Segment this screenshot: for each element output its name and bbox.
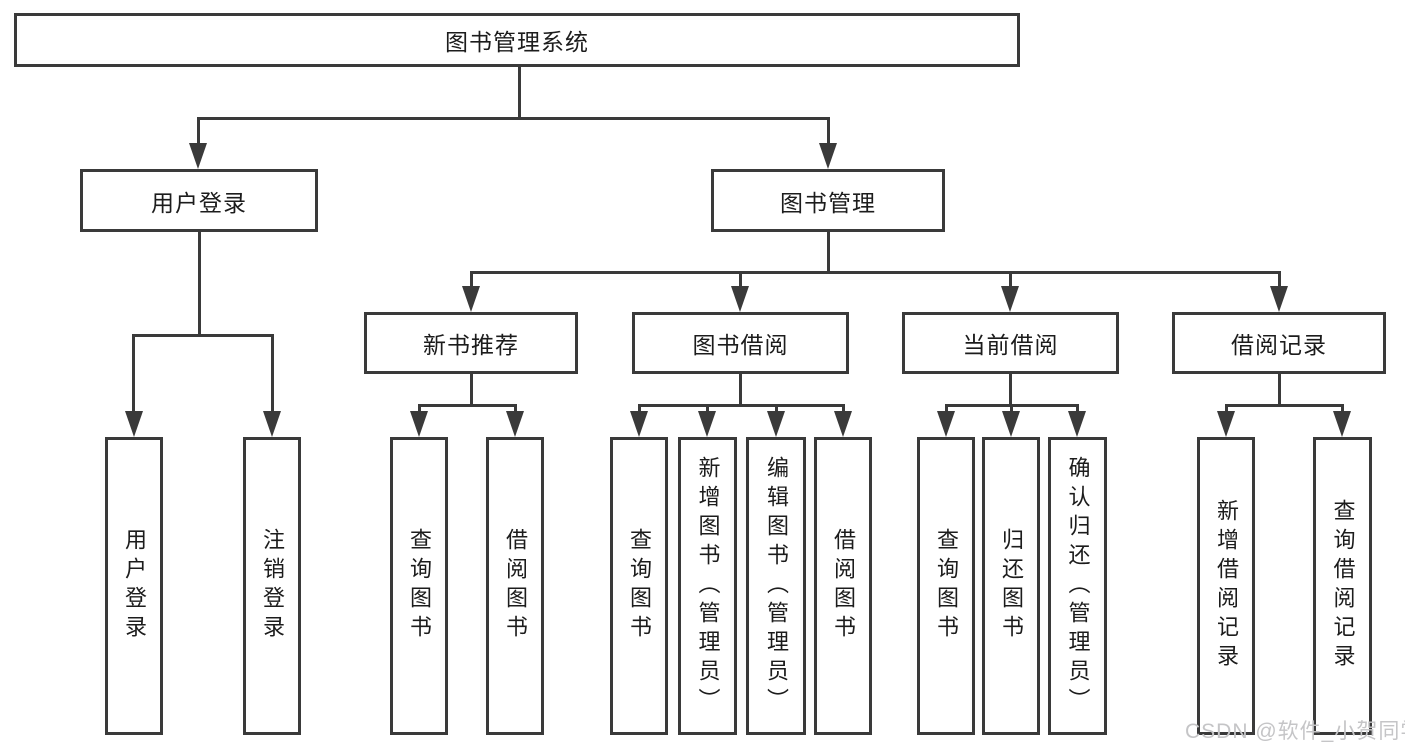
leaf-recommend-borrow-books: 借阅图书 [486, 437, 544, 735]
connector-drop-book-management [827, 117, 830, 147]
node-borrow-records: 借阅记录 [1172, 312, 1386, 374]
node-book-borrow-label: 图书借阅 [692, 332, 789, 358]
connector-book-management-stub [827, 232, 830, 274]
arrow-down-icon [1270, 286, 1288, 312]
node-library-system-label: 图书管理系统 [445, 29, 589, 55]
leaf-user-login-label: 用户登录 [122, 528, 147, 644]
connector-drop-leaf [1341, 404, 1344, 416]
connector-drop-leaf [1010, 404, 1013, 416]
connector-root-stub [518, 67, 521, 117]
connector-user-login-stub [198, 232, 201, 335]
leaf-recommend-query-books: 查询图书 [390, 437, 448, 735]
node-borrow-records-label: 借阅记录 [1231, 332, 1327, 358]
leaf-current-query-books-label: 查询图书 [934, 528, 959, 644]
connector-drop-leaf-user-login [132, 334, 135, 414]
connector-drop-leaf [514, 404, 517, 416]
leaf-add-books-admin-label: 新增图书（管理员） [695, 455, 721, 717]
node-book-borrow: 图书借阅 [632, 312, 849, 374]
arrow-down-icon [506, 411, 524, 437]
leaf-current-query-books: 查询图书 [917, 437, 975, 735]
arrow-down-icon [819, 143, 837, 169]
leaf-borrow-books-label: 借阅图书 [831, 528, 856, 644]
leaf-confirm-return-admin: 确认归还（管理员） [1048, 437, 1107, 735]
arrow-down-icon [834, 411, 852, 437]
arrow-down-icon [1333, 411, 1351, 437]
connector-drop-user-login [197, 117, 200, 147]
connector-current-borrow-stub [1009, 373, 1012, 405]
node-user-login-label: 用户登录 [151, 189, 247, 216]
connector-drop-current-borrow [1009, 271, 1012, 293]
leaf-edit-books-admin: 编辑图书（管理员） [746, 437, 806, 735]
node-new-book-recommend-label: 新书推荐 [423, 332, 519, 358]
arrow-down-icon [263, 411, 281, 437]
leaf-return-books: 归还图书 [982, 437, 1040, 735]
leaf-query-borrow-record: 查询借阅记录 [1313, 437, 1372, 735]
connector-new-book-recommend-stub [470, 373, 473, 405]
connector-drop-leaf [706, 404, 709, 416]
connector-book-borrow-rail [638, 404, 845, 407]
leaf-user-login: 用户登录 [105, 437, 163, 735]
connector-borrow-records-stub [1278, 373, 1281, 405]
connector-drop-new-book-recommend [470, 271, 473, 293]
connector-borrow-records-rail [1225, 404, 1344, 407]
node-book-management-label: 图书管理 [780, 189, 876, 216]
arrow-down-icon [1068, 411, 1086, 437]
connector-drop-leaf [775, 404, 778, 416]
leaf-borrow-query-books-label: 查询图书 [627, 528, 652, 644]
connector-drop-leaf [842, 404, 845, 416]
leaf-edit-books-admin-label: 编辑图书（管理员） [764, 455, 789, 717]
leaf-query-borrow-record-label: 查询借阅记录 [1330, 499, 1356, 673]
leaf-add-books-admin: 新增图书（管理员） [678, 437, 737, 735]
node-library-system: 图书管理系统 [14, 13, 1020, 67]
node-new-book-recommend: 新书推荐 [364, 312, 578, 374]
connector-new-book-recommend-rail [418, 404, 517, 407]
csdn-watermark: CSDN @软件_小贺同学 [1185, 720, 1405, 743]
arrow-down-icon [410, 411, 428, 437]
arrow-down-icon [189, 143, 207, 169]
connector-drop-leaf-logout [271, 334, 274, 414]
arrow-down-icon [698, 411, 716, 437]
connector-drop-borrow-records [1278, 271, 1281, 293]
connector-drop-leaf [418, 404, 421, 416]
connector-drop-book-borrow [739, 271, 742, 293]
node-current-borrow: 当前借阅 [902, 312, 1119, 374]
connector-drop-leaf [945, 404, 948, 416]
connector-drop-leaf [638, 404, 641, 416]
leaf-add-borrow-record: 新增借阅记录 [1197, 437, 1255, 735]
leaf-return-books-label: 归还图书 [999, 528, 1024, 644]
node-book-management: 图书管理 [711, 169, 945, 232]
arrow-down-icon [1217, 411, 1235, 437]
connector-book-borrow-stub [739, 373, 742, 405]
leaf-logout: 注销登录 [243, 437, 301, 735]
arrow-down-icon [1001, 286, 1019, 312]
leaf-confirm-return-admin-label: 确认归还（管理员） [1065, 455, 1091, 717]
leaf-borrow-query-books: 查询图书 [610, 437, 668, 735]
arrow-down-icon [767, 411, 785, 437]
arrow-down-icon [462, 286, 480, 312]
node-current-borrow-label: 当前借阅 [962, 332, 1059, 358]
node-user-login: 用户登录 [80, 169, 318, 232]
leaf-recommend-query-books-label: 查询图书 [407, 528, 432, 644]
leaf-recommend-borrow-books-label: 借阅图书 [503, 528, 528, 644]
leaf-logout-label: 注销登录 [260, 528, 285, 644]
connector-level1-rail [197, 117, 830, 120]
arrow-down-icon [630, 411, 648, 437]
arrow-down-icon [937, 411, 955, 437]
arrow-down-icon [731, 286, 749, 312]
arrow-down-icon [125, 411, 143, 437]
leaf-borrow-books: 借阅图书 [814, 437, 872, 735]
connector-drop-leaf [1076, 404, 1079, 416]
leaf-add-borrow-record-label: 新增借阅记录 [1214, 499, 1239, 673]
connector-book-management-rail [470, 271, 1280, 274]
connector-drop-leaf [1225, 404, 1228, 416]
arrow-down-icon [1002, 411, 1020, 437]
connector-user-login-rail [132, 334, 274, 337]
